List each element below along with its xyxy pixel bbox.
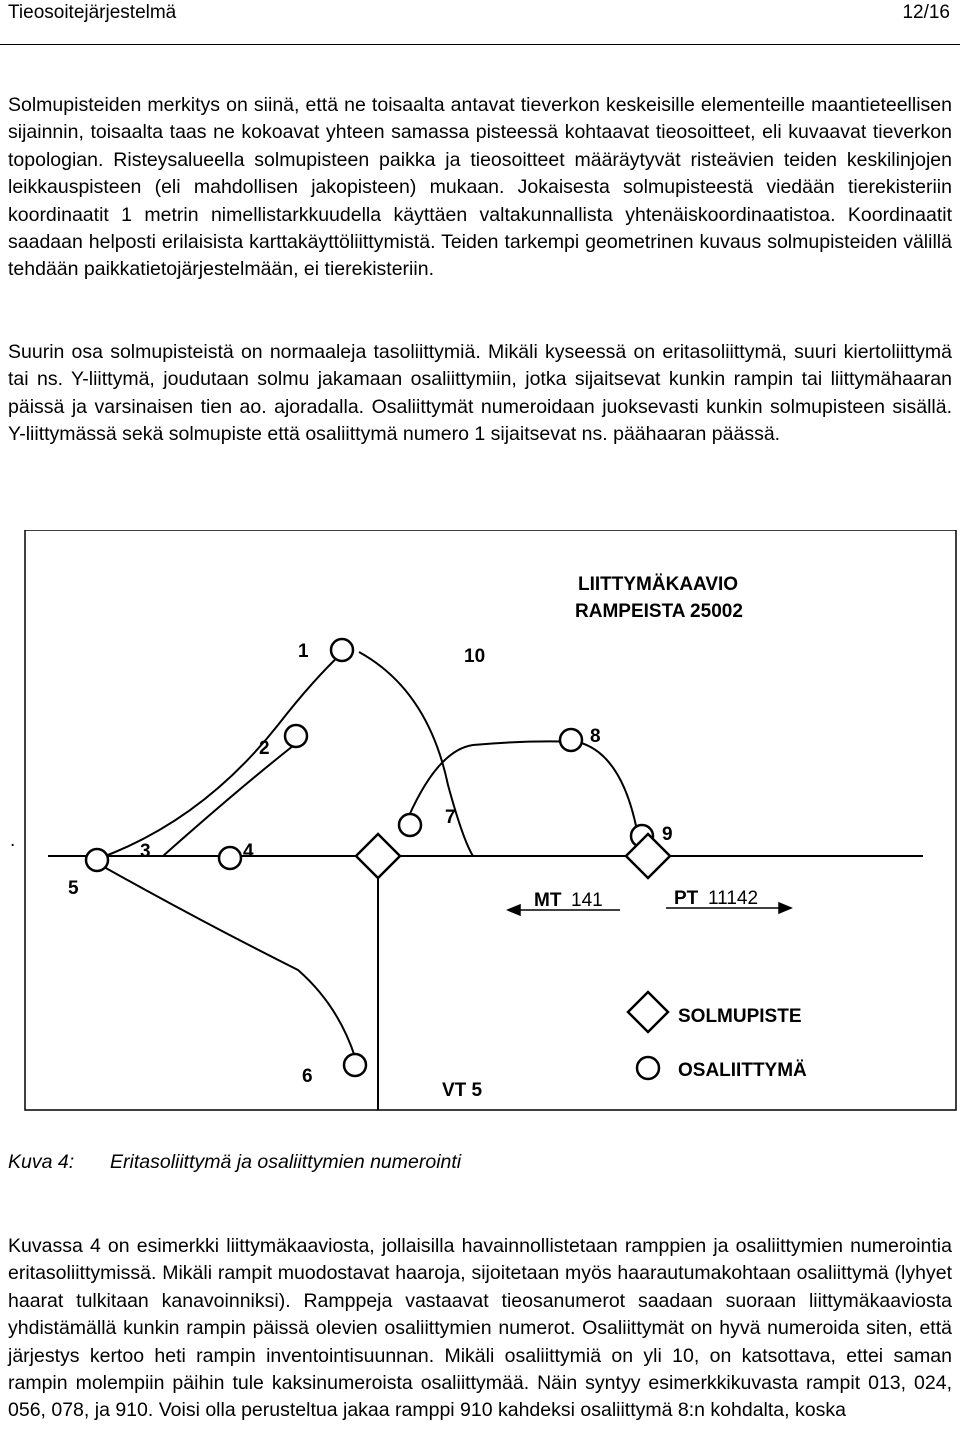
paragraph-3: Kuvassa 4 on esimerkki liittymäkaaviosta…	[8, 1235, 952, 1422]
document-title: Tieosoitejärjestelmä	[8, 2, 177, 23]
label-7: 7	[445, 807, 456, 828]
road-mt-number: 141	[571, 890, 603, 911]
ramp-5-to-6	[87, 857, 356, 1058]
interchange-diagram: LIITTYMÄKAAVIO RAMPEISTA 25002	[8, 529, 960, 1118]
pt-arrow-head	[778, 901, 793, 915]
label-4: 4	[243, 841, 254, 862]
solmupiste-mt-vt-marker	[354, 832, 402, 880]
label-5: 5	[68, 878, 79, 899]
legend-solmupiste-marker	[626, 990, 670, 1034]
label-2: 2	[259, 738, 270, 759]
caption-text: Eritasoliittymä ja osaliittymien numeroi…	[110, 1151, 462, 1173]
label-1: 1	[298, 641, 309, 662]
label-6: 6	[302, 1066, 313, 1087]
ramp-3-to-1	[99, 651, 344, 859]
osaliittyma-7-marker	[397, 812, 423, 838]
osaliittyma-4-marker	[217, 845, 243, 871]
osaliittyma-6-marker	[342, 1052, 368, 1078]
osaliittyma-3-marker	[84, 847, 110, 873]
mt-arrow-head	[506, 903, 521, 917]
legend-solmupiste-label: SOLMUPISTE	[678, 1006, 802, 1027]
legend-osaliittyma-label: OSALIITTYMÄ	[678, 1060, 807, 1081]
legend-osaliittyma-marker	[635, 1055, 661, 1081]
page-number: 12/16	[902, 2, 950, 23]
label-3: 3	[140, 841, 151, 862]
header-divider	[0, 44, 960, 45]
paragraph-2: Suurin osa solmupisteistä on normaaleja …	[8, 341, 952, 446]
stray-dot: .	[10, 830, 15, 851]
road-pt-prefix: PT	[674, 888, 699, 909]
figure-caption: Kuva 4: Eritasoliittymä ja osaliittymien …	[8, 1151, 461, 1174]
label-10: 10	[464, 646, 485, 667]
road-pt-number: 11142	[708, 888, 758, 909]
solmupiste-mt-pt-marker	[624, 832, 672, 880]
interchange-diagram-svg: LIITTYMÄKAAVIO RAMPEISTA 25002	[10, 529, 957, 1111]
ramp-4-to-2	[162, 741, 299, 857]
page-header: Tieosoitejärjestelmä 12/16	[0, 0, 960, 45]
diagram-title-line2: RAMPEISTA 25002	[575, 601, 743, 622]
figure-frame	[24, 529, 957, 1111]
paragraph-1: Solmupisteiden merkitys on siinä, että n…	[8, 94, 952, 281]
ramp-0-to-10	[358, 651, 474, 857]
osaliittyma-1-marker	[329, 637, 355, 663]
caption-label: Kuva 4:	[8, 1151, 75, 1173]
label-8: 8	[590, 726, 601, 747]
osaliittyma-2-marker	[283, 723, 309, 749]
osaliittyma-8-marker	[558, 727, 584, 753]
road-mt-prefix: MT	[534, 890, 562, 911]
label-9: 9	[662, 824, 673, 845]
ramp-7-to-8-to-9	[407, 740, 642, 856]
road-vt5-label: VT 5	[442, 1080, 483, 1101]
diagram-title-line1: LIITTYMÄKAAVIO	[578, 574, 738, 595]
